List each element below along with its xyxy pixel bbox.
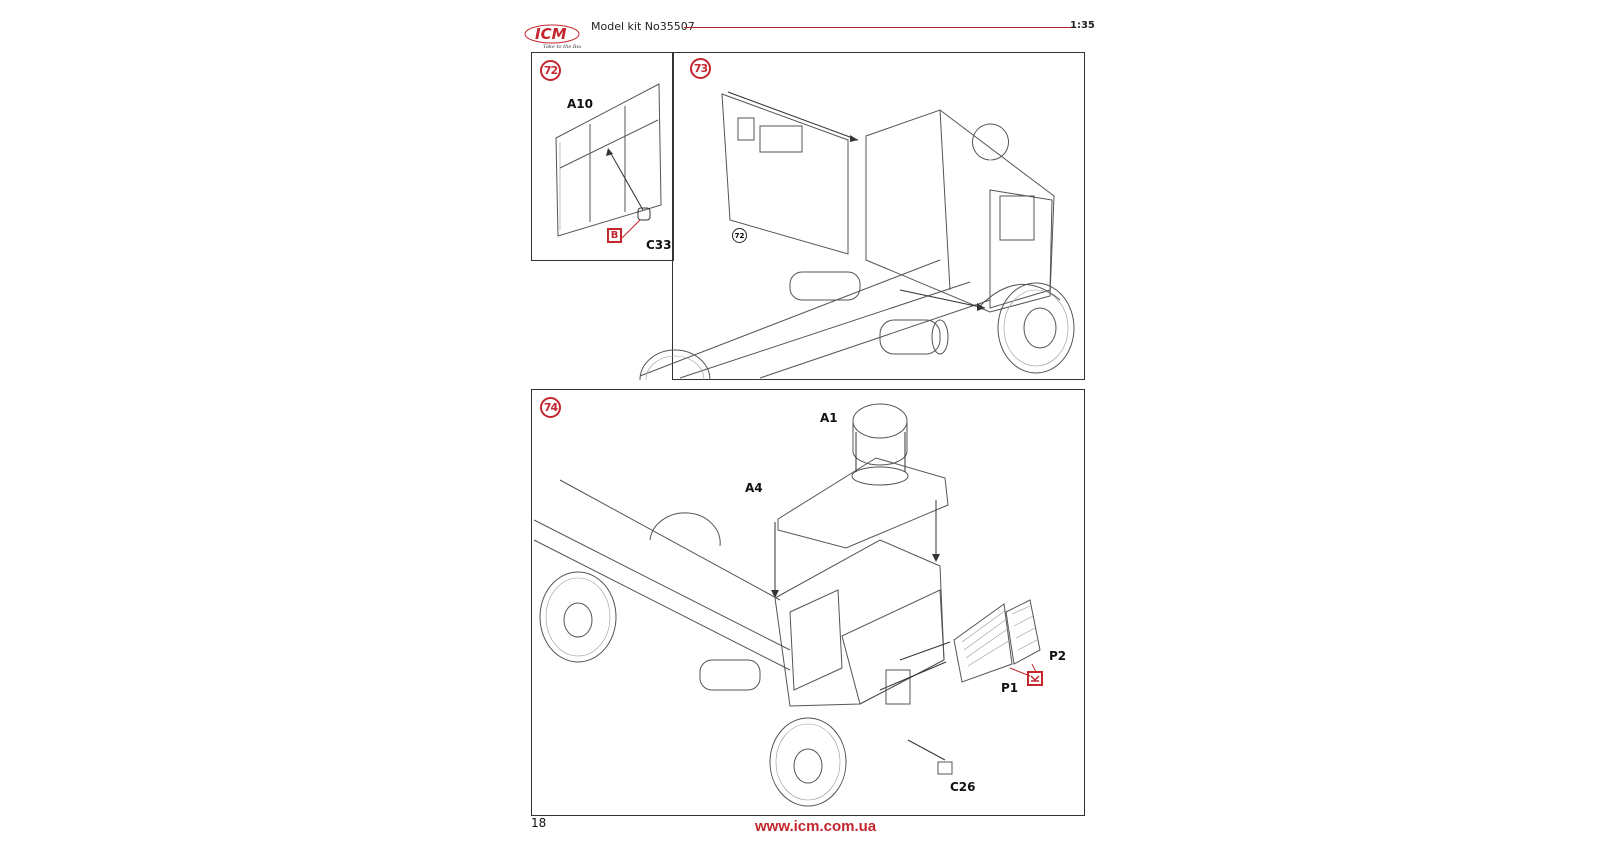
header-rule [684, 27, 1072, 28]
page-number: 18 [531, 816, 547, 830]
website-link[interactable]: www.icm.com.ua [755, 818, 877, 835]
part-label-p2: P2 [1049, 649, 1067, 663]
part-label-a1: A1 [820, 411, 838, 425]
part-a10-drawing [555, 83, 662, 239]
step-72-number: 72 [540, 60, 561, 81]
svg-text:Take to the Road: Take to the Road [543, 44, 581, 50]
glue-marker-b: B [607, 228, 622, 243]
step-72-reference: 72 [732, 228, 747, 243]
svg-text:ICM: ICM [535, 25, 567, 43]
part-label-c33: C33 [646, 238, 672, 252]
part-label-p1: P1 [1001, 681, 1019, 695]
kit-number: Model kit No35507 [591, 20, 695, 33]
part-label-c26: C26 [950, 780, 976, 794]
step-72-panel [531, 52, 674, 261]
photoetch-icon [1027, 671, 1043, 686]
step-74-truck-drawing [533, 403, 1041, 807]
step-73-truck-drawing [639, 91, 1075, 381]
part-label-a4: A4 [745, 481, 763, 495]
step-73-number: 73 [690, 58, 711, 79]
step-74-number: 74 [540, 397, 561, 418]
step-74-panel [531, 389, 1085, 816]
brand-logo: ICM Take to the Road [523, 20, 581, 50]
part-label-a10: A10 [567, 97, 593, 111]
scale-label: 1:35 [1070, 20, 1095, 31]
step-73-panel [672, 52, 1085, 380]
